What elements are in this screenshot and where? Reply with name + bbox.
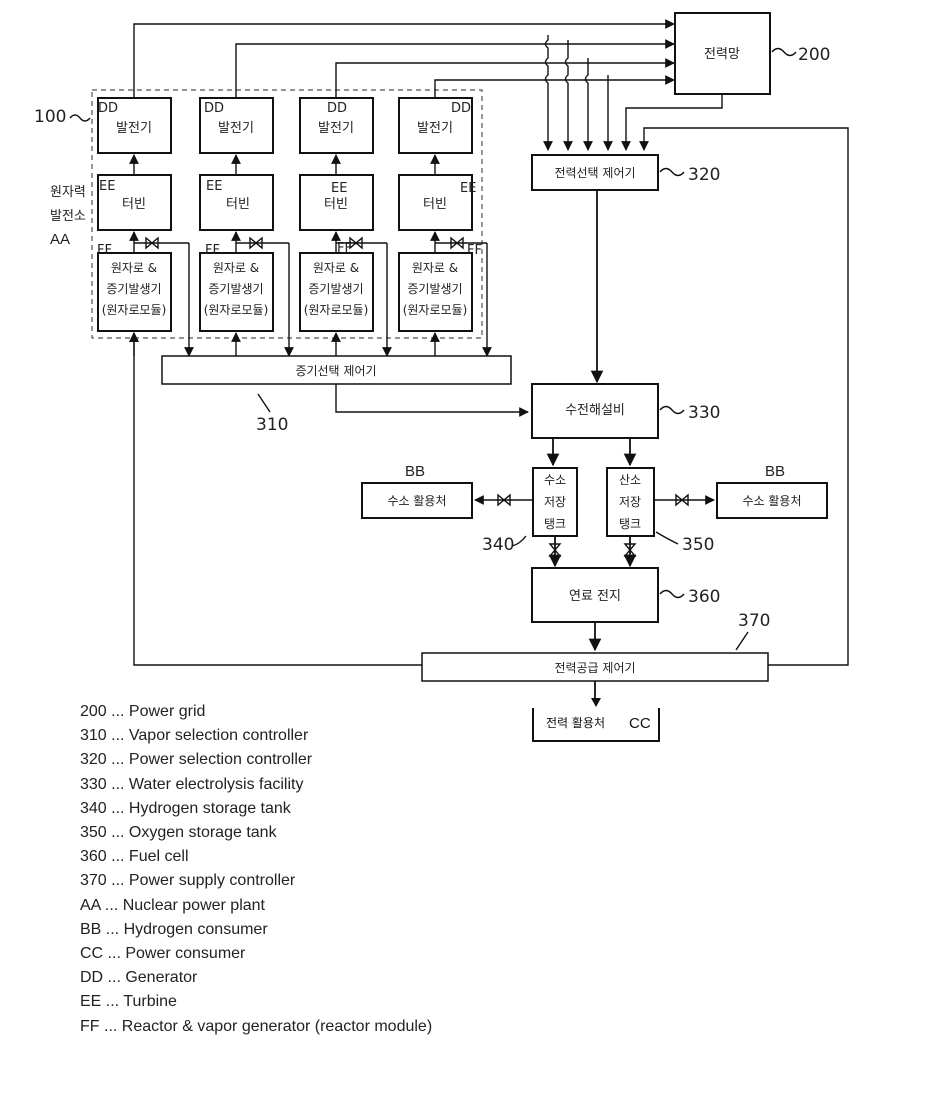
generator-label: 발전기 <box>417 121 453 136</box>
power-consumer-code: CC <box>629 715 651 732</box>
oxygen-tank-line-2: 저장 <box>619 495 641 509</box>
water-electrolysis-label: 수전해설비 <box>565 403 625 418</box>
generator-code: DD <box>204 101 224 116</box>
turbine-label: 터빈 <box>226 197 250 212</box>
hydrogen-consumer-right-label: 수소 활용처 <box>742 494 801 508</box>
reactor-code: FF <box>205 243 220 258</box>
oxygen-tank-ref-leader <box>656 532 678 544</box>
legend-item: BB ... Hydrogen consumer <box>80 918 432 942</box>
legend-item: 360 ... Fuel cell <box>80 845 432 869</box>
water-electrolysis-ref: 330 <box>688 403 720 423</box>
legend-item: EE ... Turbine <box>80 990 432 1014</box>
plant-module-3: DD 발전기 EE 터빈 FF 원자로 & 증기발생기 (원자로모듈) <box>300 98 373 331</box>
legend-item: DD ... Generator <box>80 966 432 990</box>
power-selection-controller-label: 전력선택 제어기 <box>554 166 635 180</box>
vapor-selector-to-electrolysis <box>336 384 528 412</box>
reactor-line-2: 증기발생기 <box>308 282 363 296</box>
power-selection-ref-leader <box>660 169 684 176</box>
turbine-code: EE <box>99 179 115 194</box>
fuel-cell-ref-leader <box>660 591 684 598</box>
reactor-line-1: 원자로 & <box>213 261 259 275</box>
reactor-line-3: (원자로모듈) <box>403 303 468 317</box>
legend-item: 340 ... Hydrogen storage tank <box>80 797 432 821</box>
plant-module-1: DD 발전기 EE 터빈 FF 원자로 & 증기발생기 (원자로모듈) <box>97 98 171 331</box>
plant-label-line-2: 발전소 <box>50 209 86 224</box>
vapor-return-lines <box>134 333 435 356</box>
power-supply-controller-label: 전력공급 제어기 <box>554 661 635 675</box>
reactor-line-1: 원자로 & <box>111 261 157 275</box>
hydrogen-consumer-left-label: 수소 활용처 <box>387 494 446 508</box>
generator-label: 발전기 <box>318 121 354 136</box>
reactor-code: FF <box>467 243 482 258</box>
hydrogen-tank-line-3: 탱크 <box>544 517 566 531</box>
generator-code: DD <box>98 101 118 116</box>
generator-to-grid-lines <box>134 24 674 98</box>
power-selection-controller-ref: 320 <box>688 165 720 185</box>
reactor-line-1: 원자로 & <box>412 261 458 275</box>
generator-code: DD <box>451 101 471 116</box>
reactor-line-2: 증기발생기 <box>106 282 161 296</box>
generator-code: DD <box>327 101 347 116</box>
turbine-code: EE <box>331 181 347 196</box>
turbine-code: EE <box>460 181 476 196</box>
plant-code: AA <box>50 231 70 248</box>
plant-ref-leader <box>70 115 90 121</box>
supply-to-consumer-arrow <box>591 698 601 707</box>
hydrogen-tank-line-2: 저장 <box>544 495 566 509</box>
plant-module-2: DD 발전기 EE 터빈 FF 원자로 & 증기발생기 (원자로모듈) <box>200 98 273 331</box>
legend-item: 320 ... Power selection controller <box>80 748 432 772</box>
vapor-selection-controller-ref: 310 <box>256 415 288 435</box>
plant-module-4: DD 발전기 EE 터빈 FF 원자로 & 증기발생기 (원자로모듈) <box>399 98 482 331</box>
module-internal-arrows <box>134 155 435 253</box>
hydrogen-tank-line-1: 수소 <box>544 473 566 487</box>
turbine-label: 터빈 <box>324 197 348 212</box>
legend-item: 330 ... Water electrolysis facility <box>80 773 432 797</box>
generator-label: 발전기 <box>218 121 254 136</box>
power-supply-controller-ref: 370 <box>738 611 770 631</box>
water-electrolysis-ref-leader <box>660 407 684 414</box>
legend: 200 ... Power grid 310 ... Vapor selecti… <box>80 700 432 1039</box>
system-block-diagram: DD 발전기 EE 터빈 FF 원자로 & 증기발생기 (원자로모듈) DD 발… <box>0 0 927 700</box>
hydrogen-tank-ref: 340 <box>482 535 514 555</box>
legend-item: 200 ... Power grid <box>80 700 432 724</box>
plant-label-line-1: 원자력 <box>50 185 86 200</box>
power-consumer-box: 전력 활용처 CC <box>532 708 660 742</box>
legend-item: AA ... Nuclear power plant <box>80 894 432 918</box>
turbine-label: 터빈 <box>423 197 447 212</box>
reactor-line-3: (원자로모듈) <box>304 303 369 317</box>
reactor-line-3: (원자로모듈) <box>204 303 269 317</box>
power-grid-label: 전력망 <box>704 47 740 62</box>
legend-item: CC ... Power consumer <box>80 942 432 966</box>
oxygen-tank-line-1: 산소 <box>619 473 641 487</box>
legend-item: FF ... Reactor & vapor generator (reacto… <box>80 1015 432 1039</box>
reactor-line-1: 원자로 & <box>313 261 359 275</box>
reactor-code: FF <box>97 243 112 258</box>
reactor-line-2: 증기발생기 <box>407 282 462 296</box>
generator-label: 발전기 <box>116 121 152 136</box>
reactor-line-2: 증기발생기 <box>208 282 263 296</box>
legend-item: 310 ... Vapor selection controller <box>80 724 432 748</box>
turbine-code: EE <box>206 179 222 194</box>
hydrogen-consumer-right-code: BB <box>765 463 785 480</box>
oxygen-tank-line-3: 탱크 <box>619 517 641 531</box>
fuel-cell-label: 연료 전지 <box>569 589 621 604</box>
oxygen-tank-ref: 350 <box>682 535 714 555</box>
plant-ref: 100 <box>34 107 66 127</box>
legend-item: 350 ... Oxygen storage tank <box>80 821 432 845</box>
fuel-cell-ref: 360 <box>688 587 720 607</box>
power-grid-ref: 200 <box>798 45 830 65</box>
power-consumer-label: 전력 활용처 <box>546 714 605 731</box>
power-grid-ref-leader <box>772 49 796 56</box>
vapor-selection-ref-leader <box>258 394 270 412</box>
supply-to-power-selector-feedback <box>644 128 848 665</box>
turbine-label: 터빈 <box>122 197 146 212</box>
legend-item: 370 ... Power supply controller <box>80 869 432 893</box>
hydrogen-consumer-left-code: BB <box>405 463 425 480</box>
vapor-selection-controller-label: 증기선택 제어기 <box>295 364 376 378</box>
power-supply-ref-leader <box>736 632 748 650</box>
reactor-line-3: (원자로모듈) <box>102 303 167 317</box>
